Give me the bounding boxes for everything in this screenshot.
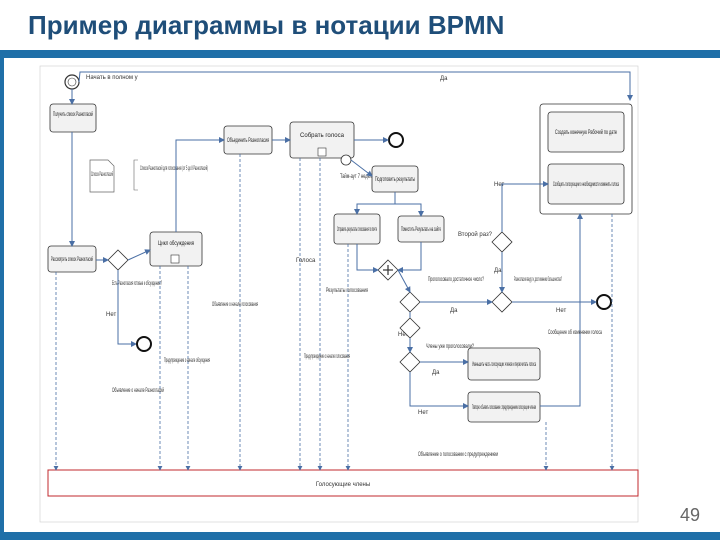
- task-send-results-label: Отправить результаты голосования по почт…: [337, 227, 377, 233]
- task-review-list-label: Рассмотреть список Разногласий: [51, 256, 93, 263]
- flow-no-to-end: [117, 270, 137, 347]
- task-recreate-label: Создать конечную Рабочий по дате: [555, 129, 617, 136]
- subprocess-cycle-label: Цикл обсуждения: [158, 241, 194, 247]
- task-get-list: [49, 103, 97, 133]
- annotation-votes: Голоса: [296, 258, 316, 264]
- annotation-vote-warning: Предупреждение о начале голосования: [304, 354, 350, 360]
- start-event-inner: [67, 77, 77, 87]
- edge-label-no-second: Нет: [494, 182, 504, 188]
- annotation-vote-announce: Объявление о начале голосования: [212, 302, 258, 308]
- annotation-second-time: Второй раз?: [458, 231, 493, 238]
- pool-label: Голосующие члены: [316, 482, 370, 488]
- edge-label-no-resolved: Нет: [556, 308, 566, 314]
- page-number: 49: [679, 505, 700, 525]
- task-prepare-label: Подготовить результаты: [375, 177, 415, 183]
- timer-icon: [340, 154, 352, 166]
- annotation-resolved: Разногласия ведут к достижению большинст…: [514, 277, 562, 283]
- annotation-enough: Проголосовало достаточное число?: [428, 277, 484, 283]
- edge-label-yes-decrease: Да: [432, 370, 440, 376]
- process-boundary: [39, 65, 639, 523]
- annotation-change-msg: Сообщение об изменении голоса: [548, 330, 602, 336]
- task-redo-label: Повторно объявить голосование с предупре…: [472, 405, 536, 411]
- end-event-top: [388, 132, 404, 148]
- subprocess-collect-votes-label: Собрать голоса: [300, 133, 345, 139]
- gateway-enough: [399, 291, 421, 313]
- pool-voting-members: [47, 469, 639, 497]
- annotation-results: Результаты голосования: [326, 288, 368, 294]
- group-right: [539, 103, 633, 215]
- edge-label-yes-top: Да: [440, 76, 448, 82]
- task-decrease-label: Уменьшить часть голосующих членов и пере…: [472, 362, 536, 368]
- gateway-decrease: [399, 351, 421, 373]
- edge-label-no-ready: Нет: [106, 312, 116, 318]
- annotation-discussion: Объявление о начале Разногласий: [112, 387, 164, 394]
- annotation-timer: Тайм-аут 7 недель: [340, 173, 374, 180]
- annotation-warned: Предупреждение о начале обсуждения: [164, 358, 210, 364]
- annotation-members: Члены уже проголосовали?: [426, 344, 474, 350]
- subprocess-cycle-marker: [170, 254, 180, 264]
- subprocess-collect-marker: [317, 147, 327, 157]
- edge-label-no-enough: Нет: [398, 332, 408, 338]
- gateway-second-time: [491, 231, 513, 253]
- slide-title: Пример диаграммы в нотации BPMN: [28, 10, 505, 40]
- edge-label-no-decrease: Нет: [418, 410, 428, 416]
- annotation-ready: Есть Разногласия готовые к обсуждению?: [112, 281, 162, 287]
- task-publish-label: Поместить Результаты на сайте: [401, 226, 441, 233]
- task-merge-label: Объединить Разногласия: [227, 138, 269, 144]
- accent-bar-bottom: [0, 532, 720, 540]
- gateway-resolved: [491, 291, 513, 313]
- end-event-right: [596, 294, 612, 310]
- start-event: [64, 74, 80, 90]
- data-object-list: [89, 159, 115, 193]
- accent-bar-top: [0, 50, 720, 58]
- task-recreate: [547, 111, 625, 153]
- task-notify-label: Сообщить голосующим о необходимости изме…: [553, 182, 619, 188]
- edge-label-yes-enough: Да: [450, 308, 458, 314]
- start-event-label: Начать в полном у: [86, 75, 138, 81]
- gateway-ready: [107, 249, 129, 271]
- flow-top-loop: [78, 71, 633, 101]
- annotation-warning-end: Объявление о голосовании с предупреждени…: [418, 452, 498, 458]
- end-event-left: [136, 336, 152, 352]
- data-object-short-label: Список Разногласий: [91, 171, 113, 178]
- task-get-list-label: Получить список Разногласий: [53, 111, 93, 118]
- data-object-annotation: Список Разногласий для голосования (от 5…: [140, 165, 208, 172]
- accent-bar-left: [0, 58, 4, 540]
- edge-label-yes-second: Да: [494, 268, 502, 274]
